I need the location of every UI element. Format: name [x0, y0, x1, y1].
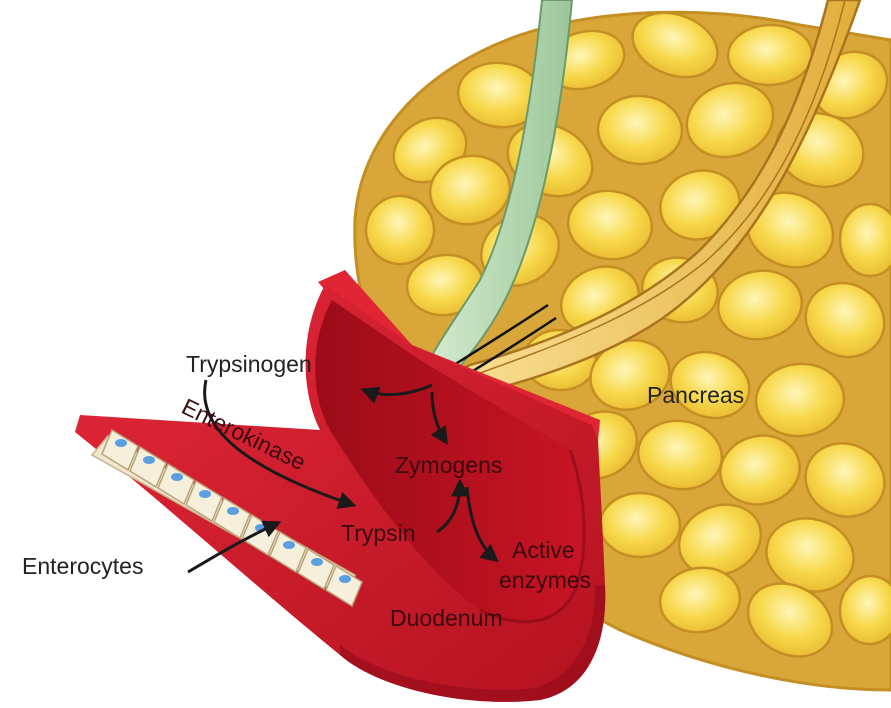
enterocyte-nucleus	[143, 456, 155, 464]
label-active-enzymes-line2: enzymes	[499, 567, 591, 593]
label-trypsinogen: Trypsinogen	[186, 351, 312, 377]
label-pancreas: Pancreas	[647, 382, 744, 408]
label-enterocytes: Enterocytes	[22, 553, 143, 579]
label-trypsin: Trypsin	[341, 520, 416, 546]
enterocyte-nucleus	[115, 439, 127, 447]
enterocyte-nucleus	[339, 575, 351, 583]
enterocyte-nucleus	[311, 558, 323, 566]
enterocyte-nucleus	[227, 507, 239, 515]
label-active-enzymes-line1: Active	[512, 537, 575, 563]
enterocyte-nucleus	[283, 541, 295, 549]
pancreas-lobule	[600, 493, 680, 557]
label-duodenum: Duodenum	[390, 605, 503, 631]
enterocyte-nucleus	[171, 473, 183, 481]
enterocyte-nucleus	[199, 490, 211, 498]
label-zymogens: Zymogens	[395, 452, 502, 478]
